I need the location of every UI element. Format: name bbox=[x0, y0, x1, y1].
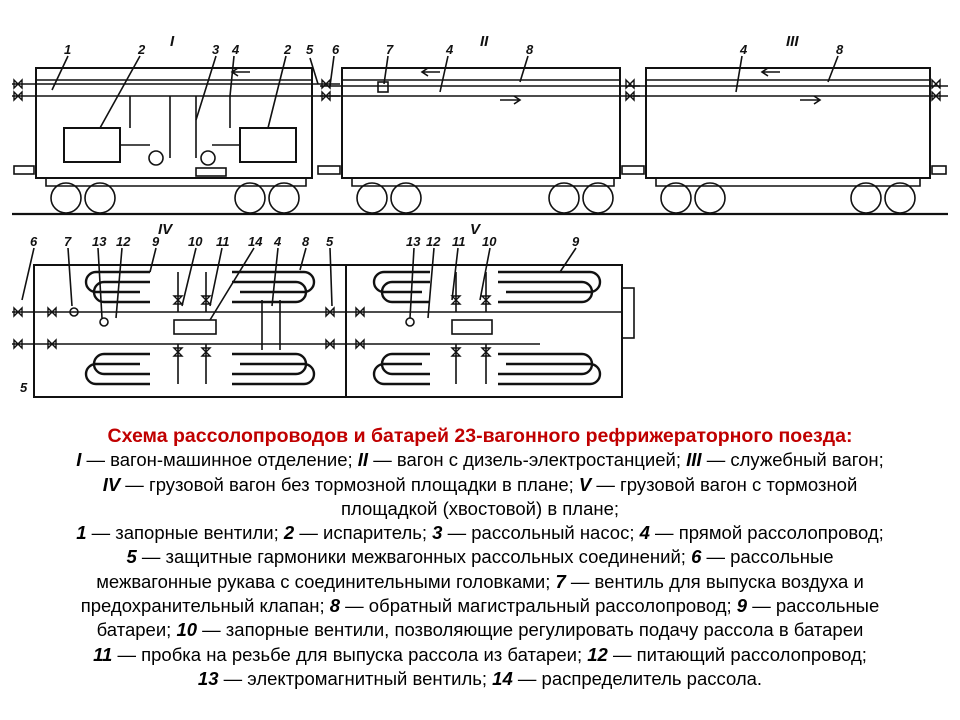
legend-text: — защитные гармоники межвагонных рассоль… bbox=[136, 546, 692, 568]
legend-key: 4 bbox=[639, 522, 650, 544]
callout-bottom-1: 6 bbox=[30, 234, 38, 249]
callout-bottom-6: 10 bbox=[188, 234, 203, 249]
callout-bottom-16: 9 bbox=[572, 234, 580, 249]
caption-line-4: 1 — запорные вентили; 2 — испаритель; 3 … bbox=[0, 521, 960, 545]
callout-bottom-5: 9 bbox=[152, 234, 160, 249]
caption-line-1: I — вагон-машинное отделение; II — вагон… bbox=[0, 448, 960, 472]
callout-bottom-9: 4 bbox=[273, 234, 282, 249]
legend-text: — рассольные bbox=[747, 595, 880, 617]
callout-top-4: 4 bbox=[231, 42, 240, 57]
legend-key: 11 bbox=[93, 643, 113, 665]
callout-bottom-12: 13 bbox=[406, 234, 421, 249]
callout-top-12: 8 bbox=[836, 42, 844, 57]
callout-bottom-11: 5 bbox=[326, 234, 334, 249]
callout-bottom-15: 10 bbox=[482, 234, 497, 249]
legend-key: 5 bbox=[126, 546, 137, 568]
callout-top-9: 4 bbox=[445, 42, 454, 57]
legend-key: 8 bbox=[329, 595, 341, 617]
legend-text: — обратный магистральный рассолопровод; bbox=[340, 595, 737, 617]
car-iii-side-view bbox=[628, 67, 948, 214]
legend-text: — пробка на резьбе для выпуска рассола и… bbox=[112, 643, 588, 665]
caption-line-8: батареи; 10 — запорные вентили, позволяю… bbox=[0, 618, 960, 642]
callout-top-3: 3 bbox=[212, 42, 220, 57]
callout-top-1: 1 bbox=[64, 42, 71, 57]
section-label-ii: II bbox=[480, 33, 489, 50]
callout-top-2: 2 bbox=[137, 42, 146, 57]
callout-bottom-2: 7 bbox=[64, 234, 72, 249]
callout-top-7: 6 bbox=[332, 42, 340, 57]
legend-key: 3 bbox=[432, 522, 443, 544]
legend-key: II bbox=[357, 449, 369, 471]
caption-line-6: межвагонные рукава с соединительными гол… bbox=[0, 570, 960, 594]
section-label-v: V bbox=[470, 221, 482, 238]
legend-text: — электромагнитный вентиль; bbox=[218, 667, 493, 689]
legend-text: — служебный вагон; bbox=[701, 449, 884, 471]
callout-bottom-10: 8 bbox=[302, 234, 310, 249]
caption-line-2: IV — грузовой вагон без тормозной площад… bbox=[0, 473, 960, 497]
legend-key: 9 bbox=[736, 595, 748, 617]
legend-text: — грузовой вагон с тормозной bbox=[591, 473, 858, 495]
caption-line-10: 13 — электромагнитный вентиль; 14 — расп… bbox=[0, 667, 960, 691]
legend-text: батареи; bbox=[96, 619, 177, 641]
section-label-iii: III bbox=[786, 33, 799, 50]
section-label-iv: IV bbox=[158, 221, 174, 238]
legend-text: — рассольные bbox=[701, 546, 834, 568]
caption-line-3: площадкой (хвостовой) в плане; bbox=[340, 497, 620, 519]
legend-key: 12 bbox=[587, 643, 608, 665]
legend-text: — испаритель; bbox=[294, 522, 433, 544]
callout-bottom-8: 14 bbox=[248, 234, 263, 249]
callout-top-6: 5 bbox=[306, 42, 314, 57]
legend-key: 1 bbox=[76, 522, 87, 544]
car-i-side-view bbox=[12, 67, 340, 214]
legend-text: — грузовой вагон без тормозной площадки … bbox=[120, 473, 579, 495]
legend-text: — распределитель рассола. bbox=[512, 667, 763, 689]
legend-key: 2 bbox=[283, 522, 295, 544]
callout-bottom-13: 12 bbox=[426, 234, 441, 249]
caption-line-5: 5 — защитные гармоники межвагонных рассо… bbox=[0, 545, 960, 569]
legend-text: предохранительный клапан; bbox=[80, 595, 330, 617]
caption-line-9: 11 — пробка на резьбе для выпуска рассол… bbox=[0, 643, 960, 667]
car-ii-side-view bbox=[320, 67, 640, 214]
callout-bottom-3: 13 bbox=[92, 234, 107, 249]
car-iv-plan-view bbox=[12, 264, 347, 398]
legend-key: 6 bbox=[691, 546, 702, 568]
callout-top-8: 7 bbox=[386, 42, 394, 57]
figure-caption: Схема рассолопроводов и батарей 23-вагон… bbox=[0, 424, 960, 691]
callout-side-5: 5 bbox=[20, 380, 28, 395]
callout-top-11: 4 bbox=[739, 42, 748, 57]
callout-top-5: 2 bbox=[283, 42, 292, 57]
legend-text: — вагон-машинное отделение; bbox=[81, 449, 358, 471]
legend-key: IV bbox=[102, 473, 121, 495]
caption-title: Схема рассолопроводов и батарей 23-вагон… bbox=[107, 425, 853, 447]
caption-line-7: предохранительный клапан; 8 — обратный м… bbox=[0, 594, 960, 618]
callout-bottom-4: 12 bbox=[116, 234, 131, 249]
legend-key: 7 bbox=[555, 570, 566, 592]
legend-key: 13 bbox=[197, 667, 219, 689]
brine-pipeline-diagram: I II III IV V 1 2 3 4 2 5 6 7 4 8 4 8 6 … bbox=[12, 33, 948, 398]
legend-key: III bbox=[686, 449, 702, 471]
legend-key: V bbox=[578, 473, 592, 495]
callout-bottom-7: 11 bbox=[216, 234, 230, 249]
legend-text: — питающий рассолопровод; bbox=[607, 643, 867, 665]
legend-key: 10 bbox=[176, 619, 198, 641]
car-v-plan-view bbox=[345, 264, 635, 398]
legend-text: — рассольный насос; bbox=[442, 522, 640, 544]
legend-key: 14 bbox=[492, 667, 513, 689]
callout-bottom-14: 11 bbox=[452, 234, 466, 249]
legend-text: межвагонные рукава с соединительными гол… bbox=[96, 570, 556, 592]
legend-text: — вагон с дизель-электростанцией; bbox=[368, 449, 687, 471]
legend-text: — вентиль для выпуска воздуха и bbox=[565, 570, 864, 592]
section-label-i: I bbox=[170, 33, 175, 50]
legend-key: I bbox=[76, 449, 82, 471]
legend-text: — запорные вентили, позволяющие регулиро… bbox=[197, 619, 864, 641]
legend-text: — запорные вентили; bbox=[86, 522, 284, 544]
callout-top-10: 8 bbox=[526, 42, 534, 57]
legend-text: — прямой рассолопровод; bbox=[649, 522, 884, 544]
